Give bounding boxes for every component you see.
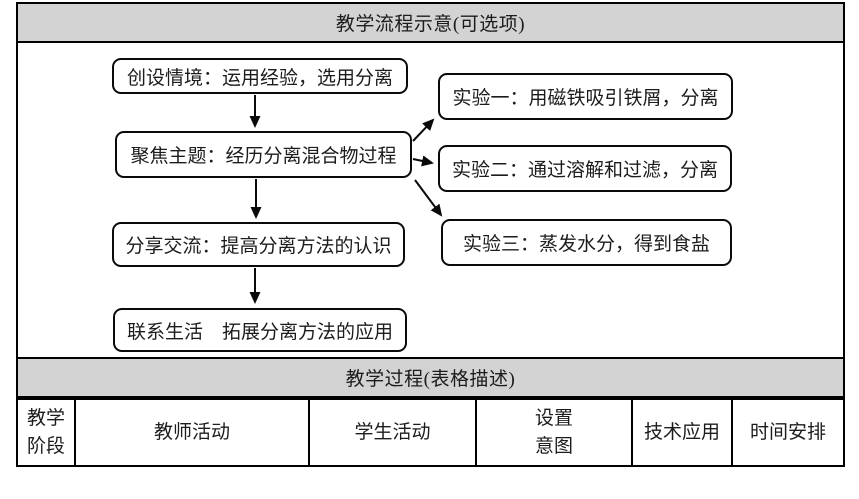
flow-box-label: 分享交流：提高分离方法的认识	[125, 236, 392, 257]
table-header-design-intent: 设置 意图	[477, 400, 633, 465]
table-header-stage: 教学 阶段	[18, 400, 76, 465]
table-header-teacher-activity: 教师活动	[76, 400, 310, 465]
flow-box-experiment-2: 实验二：通过溶解和过滤，分离	[438, 145, 732, 192]
flowchart-area: 创设情境：运用经验，选用分离 聚焦主题：经历分离混合物过程 实验一：用磁铁吸引铁…	[16, 43, 845, 357]
process-table-header-row: 教学 阶段 教师活动 学生活动 设置 意图 技术应用 时间安排	[16, 398, 845, 467]
arrow-focus-to-exp2	[412, 155, 434, 167]
table-header-student-activity: 学生活动	[310, 400, 477, 465]
flow-box-experiment-3: 实验三：蒸发水分，得到食盐	[441, 219, 732, 266]
flow-box-label: 创设情境：运用经验，选用分离	[126, 67, 393, 89]
flow-box-share-exchange: 分享交流：提高分离方法的认识	[112, 222, 405, 267]
arrow-focus-to-exp3	[414, 179, 443, 217]
arrow-focus-to-exp1	[412, 118, 435, 142]
table-header-technology-use: 技术应用	[633, 400, 733, 465]
flow-section-title: 教学流程示意(可选项)	[335, 14, 526, 35]
flow-box-label: 实验一：用磁铁吸引铁屑，分离	[452, 88, 719, 109]
flow-box-focus-topic: 聚焦主题：经历分离混合物过程	[115, 131, 412, 178]
process-section-title: 教学过程(表格描述)	[345, 369, 516, 390]
flowchart-arrows	[249, 95, 443, 304]
flow-box-experiment-1: 实验一：用磁铁吸引铁屑，分离	[438, 73, 733, 120]
flow-box-label: 实验二：通过溶解和过滤，分离	[451, 160, 718, 181]
flow-box-create-context: 创设情境：运用经验，选用分离	[112, 58, 408, 94]
flow-section-header: 教学流程示意(可选项)	[16, 2, 845, 43]
flow-box-label: 联系生活 拓展分离方法的应用	[126, 321, 393, 343]
flow-box-label: 实验三：蒸发水分，得到食盐	[462, 234, 710, 255]
flow-box-label: 聚焦主题：经历分离混合物过程	[130, 146, 397, 167]
process-section-header: 教学过程(表格描述)	[16, 357, 845, 398]
flow-box-connect-life: 联系生活 拓展分离方法的应用	[113, 308, 407, 352]
table-header-time-arrangement: 时间安排	[749, 421, 826, 443]
